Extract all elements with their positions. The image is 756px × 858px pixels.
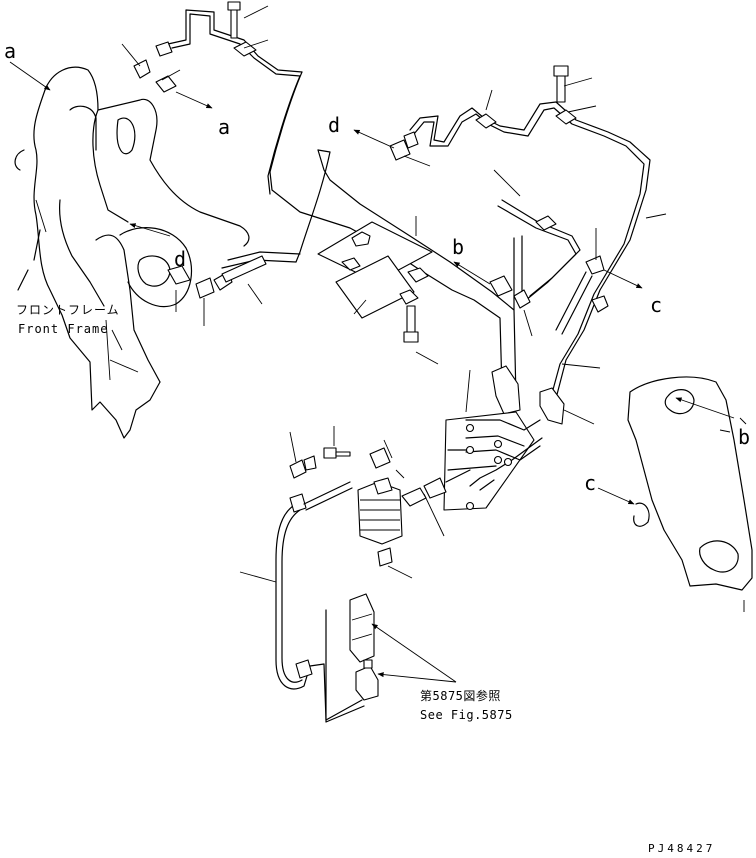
callout-arrows	[9, 61, 735, 683]
bolt-lower	[323, 447, 351, 459]
bolt-top-right	[553, 65, 569, 103]
right-frame-outline	[627, 376, 753, 612]
junction-brackets	[443, 365, 565, 511]
callout-a-right: a	[218, 115, 230, 139]
hose-routing	[167, 9, 651, 409]
bolts	[227, 1, 569, 459]
callout-c-upper: c	[650, 293, 662, 317]
bolt-middle	[403, 305, 419, 343]
drawing-number: PJ48427	[648, 842, 715, 855]
clamp-plates	[233, 41, 609, 319]
reference-en: See Fig.5875	[420, 708, 513, 722]
frame-label-jp: フロントフレーム	[16, 303, 120, 317]
reference-jp: 第5875図参照	[420, 688, 501, 703]
callout-b-right: b	[738, 425, 750, 449]
callout-d-upper: d	[328, 113, 340, 137]
callout-labels: a a d d b c b c	[4, 39, 750, 495]
fittings-upper-left	[133, 41, 267, 299]
valve-block	[357, 447, 471, 567]
frame-label: フロントフレーム Front Frame	[16, 303, 120, 336]
callout-c-right: c	[584, 471, 596, 495]
fig5875-parts	[349, 593, 379, 701]
fittings-center	[389, 131, 605, 309]
frame-label-en: Front Frame	[18, 322, 108, 336]
leader-lines	[35, 5, 667, 583]
callout-b-upper: b	[452, 235, 464, 259]
front-frame-outline	[14, 66, 250, 439]
callout-d-left: d	[174, 247, 186, 271]
reference-note: 第5875図参照 See Fig.5875	[420, 688, 513, 722]
lower-hose	[275, 455, 365, 723]
bolt-top-left	[227, 1, 241, 39]
callout-a-left: a	[4, 39, 16, 63]
